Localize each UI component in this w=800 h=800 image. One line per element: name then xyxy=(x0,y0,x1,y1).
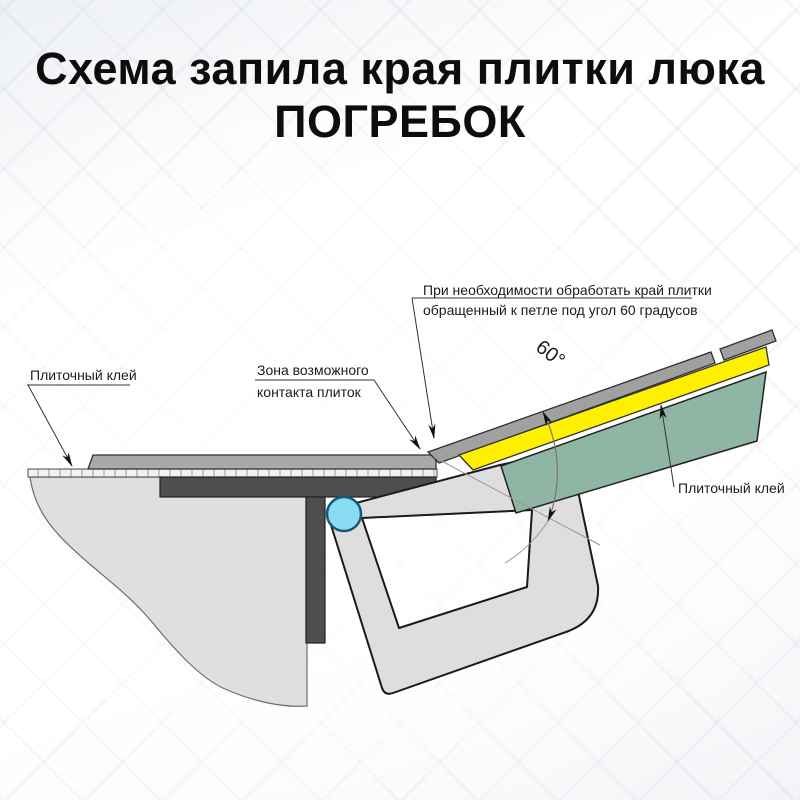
label-edge-hint-line1: При необходимости обработать край плитки xyxy=(423,282,712,298)
angle-arc xyxy=(542,411,558,522)
adhesive-layer-strip xyxy=(27,468,438,478)
lid-tile-segment-2 xyxy=(719,329,777,361)
page-title-line2: ПОГРЕБОК xyxy=(274,96,526,148)
lid-adhesive-layer xyxy=(457,346,770,471)
lid-tile-segment-1 xyxy=(426,351,716,464)
left-label-leader xyxy=(27,384,73,467)
floor-tile xyxy=(87,454,437,470)
right-label-leader xyxy=(659,404,675,488)
label-edge-hint: При необходимости обработать край плитки… xyxy=(423,282,712,319)
label-adhesive-left: Плиточный клей xyxy=(30,367,137,383)
hatch-frame-post xyxy=(305,496,326,644)
hint-label-leader xyxy=(411,297,436,439)
label-contact-zone-line2: контакта плиток xyxy=(257,383,361,400)
hinge-pivot xyxy=(325,495,363,533)
angle-arc-tail xyxy=(504,520,549,564)
label-edge-hint-line2: обращенный к петле под угол 60 градусов xyxy=(423,302,698,318)
label-contact-zone: Зона возможного контакта плиток xyxy=(257,361,369,401)
contact-label-leader xyxy=(373,379,421,450)
floor-slab xyxy=(29,476,308,707)
angle-edge-line xyxy=(433,456,601,546)
page-title: Схема запила края плитки люка ПОГРЕБОК xyxy=(0,42,800,148)
label-contact-zone-line1: Зона возможного xyxy=(257,362,369,378)
label-adhesive-right: Плиточный клей xyxy=(678,480,785,496)
hinge-bracket xyxy=(330,451,600,695)
page-title-line1: Схема запила края плитки люка xyxy=(35,43,765,94)
